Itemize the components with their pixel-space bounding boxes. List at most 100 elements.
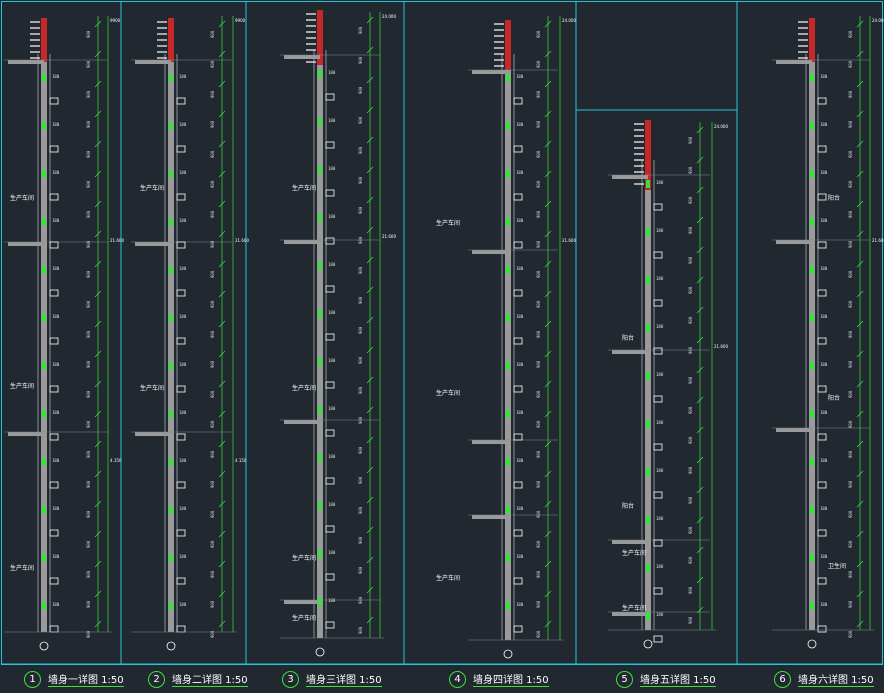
- dimension-text: 900: [536, 360, 541, 368]
- sill-marker: [646, 180, 650, 188]
- dimension-tick: [94, 380, 102, 388]
- window-mark: [176, 97, 186, 105]
- sill-note: 180: [328, 262, 336, 267]
- dimension-tick: [94, 440, 102, 448]
- sill-marker: [506, 266, 510, 274]
- window-mark: [49, 481, 59, 489]
- dimension-text: 900: [848, 390, 853, 398]
- sill-marker: [169, 74, 173, 82]
- sill-marker: [169, 554, 173, 562]
- window-mark: [325, 141, 335, 149]
- detail-caption-1: 1 墙身一详图 1:50: [24, 670, 124, 688]
- dimension-tick: [94, 230, 102, 238]
- sill-note: 180: [516, 506, 524, 511]
- dimension-tick: [544, 440, 552, 448]
- sill-marker: [42, 122, 46, 130]
- dimension-tick: [94, 620, 102, 628]
- sill-note: 180: [52, 458, 60, 463]
- sill-note: 180: [52, 602, 60, 607]
- dimension-text: 900: [848, 30, 853, 38]
- dimension-text: 900: [358, 446, 363, 454]
- wall-section-detail-5: 1801801801801801801801801801809009009009…: [608, 120, 728, 649]
- dimension-text: 900: [210, 240, 215, 248]
- dimension-text: 900: [86, 480, 91, 488]
- window-mark: [653, 299, 663, 307]
- dimension-text: 900: [210, 30, 215, 38]
- dimension-tick: [218, 530, 226, 538]
- dimension-tick: [218, 290, 226, 298]
- sill-marker: [318, 166, 322, 174]
- dimension-text: 900: [848, 210, 853, 218]
- dimension-tick: [856, 260, 864, 268]
- window-mark: [325, 477, 335, 485]
- dimension-text: 900: [358, 266, 363, 274]
- floor-slab: [776, 428, 812, 432]
- floor-slab: [284, 55, 320, 59]
- dimension-text: 900: [210, 510, 215, 518]
- window-mark: [49, 193, 59, 201]
- dimension-tick: [856, 320, 864, 328]
- dimension-tick: [366, 496, 374, 504]
- dimension-text: 900: [848, 420, 853, 428]
- sill-note: 180: [820, 74, 828, 79]
- window-mark: [49, 97, 59, 105]
- room-label: 卫生间: [828, 562, 846, 570]
- dimension-tick: [856, 560, 864, 568]
- dimension-tick: [366, 196, 374, 204]
- sheet-frame: [1, 1, 883, 665]
- dimension-tick: [94, 560, 102, 568]
- room-label: 生产车间: [292, 184, 316, 192]
- dimension-tick: [366, 376, 374, 384]
- dimension-text: 900: [358, 146, 363, 154]
- sill-note: 180: [179, 602, 187, 607]
- dimension-text: 900: [210, 480, 215, 488]
- sill-marker: [810, 122, 814, 130]
- room-label: 生产车间: [292, 554, 316, 562]
- dimension-text: 900: [210, 90, 215, 98]
- dimension-tick: [218, 50, 226, 58]
- sill-marker: [318, 502, 322, 510]
- dimension-tick: [218, 590, 226, 598]
- sill-marker: [506, 410, 510, 418]
- dimension-tick: [94, 590, 102, 598]
- window-mark: [513, 529, 523, 537]
- sill-note: 180: [516, 410, 524, 415]
- sill-note: 180: [328, 502, 336, 507]
- room-label: 生产车间: [436, 219, 460, 227]
- sill-marker: [169, 410, 173, 418]
- sill-marker: [169, 314, 173, 322]
- dimension-text: 900: [536, 180, 541, 188]
- dimension-tick: [366, 16, 374, 24]
- sill-marker: [646, 420, 650, 428]
- dimension-tick: [544, 530, 552, 538]
- window-mark: [513, 97, 523, 105]
- sill-note: 180: [52, 314, 60, 319]
- dimension-text: 900: [358, 596, 363, 604]
- sill-marker: [169, 362, 173, 370]
- dimension-tick: [696, 246, 704, 254]
- dimension-tick: [696, 366, 704, 374]
- dimension-tick: [856, 50, 864, 58]
- room-label: 生产车间: [140, 384, 164, 392]
- window-mark: [325, 285, 335, 293]
- sill-note: 180: [516, 170, 524, 175]
- detail-number-2: 2: [148, 670, 165, 688]
- window-mark: [513, 433, 523, 441]
- dimension-tick: [696, 516, 704, 524]
- window-mark: [176, 385, 186, 393]
- dimension-tick: [94, 410, 102, 418]
- dimension-text: 900: [358, 206, 363, 214]
- dimension-text: 900: [536, 90, 541, 98]
- dimension-text: 900: [688, 496, 693, 504]
- detail-title-6: 墙身六详图 1:50: [798, 671, 874, 687]
- window-mark: [653, 491, 663, 499]
- dimension-tick: [366, 616, 374, 624]
- sill-note: 180: [179, 554, 187, 559]
- dimension-text: 900: [688, 586, 693, 594]
- elevation-text: 21.600: [562, 238, 576, 243]
- floor-slab: [612, 350, 648, 354]
- dimension-tick: [94, 260, 102, 268]
- dimension-text: 900: [358, 326, 363, 334]
- wall-section-detail-2: 1801801801801801801801801801801801809009…: [131, 16, 249, 651]
- axis-bubble: [807, 639, 817, 649]
